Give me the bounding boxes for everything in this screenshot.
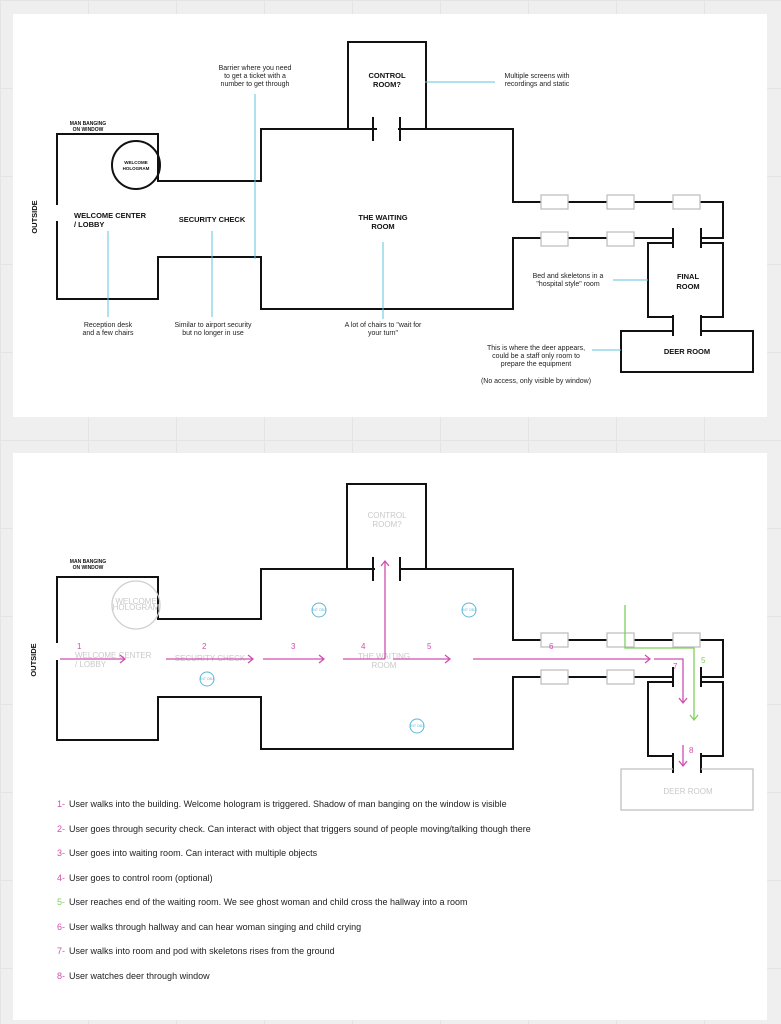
deer-room-label: DEER ROOM — [664, 347, 710, 356]
legend-number: 3- — [57, 848, 66, 858]
no-access-note: (No access, only visible by window) — [481, 378, 591, 385]
legend-number: 7- — [57, 946, 66, 956]
welcome-center-label: WELCOME CENTER/ LOBBY — [75, 651, 152, 669]
step-number: 5 — [427, 642, 432, 651]
legend-item: 2-User goes through security check. Can … — [57, 824, 531, 834]
legend-item: 1-User walks into the building. Welcome … — [57, 799, 507, 809]
outside-label: OUTSIDE — [30, 200, 39, 233]
legend-number: 2- — [57, 823, 66, 834]
outside-label: OUTSIDE — [29, 643, 38, 676]
security-check-label: SECURITY CHECK — [179, 215, 246, 224]
welcome-hologram-circle — [111, 140, 161, 190]
path-arrow-7 — [654, 658, 688, 705]
step-number: 8 — [689, 746, 694, 755]
step-number: 6 — [549, 642, 554, 651]
legend-number: 1- — [57, 799, 66, 809]
interactable-object-marker: INT OBJ — [311, 602, 327, 618]
legend-text: User walks into the building. Welcome ho… — [69, 799, 507, 809]
interactable-object-marker: INT OBJ — [199, 671, 215, 687]
legend-number: 5- — [57, 897, 66, 907]
path-arrow-4 — [343, 559, 390, 660]
step-number: 1 — [77, 642, 82, 651]
path-arrow-1 — [60, 654, 127, 664]
step-number: 3 — [291, 642, 296, 651]
interactable-object-marker: INT OBJ — [409, 718, 425, 734]
legend-item: 7-User walks into room and pod with skel… — [57, 946, 335, 956]
legend-item: 4-User goes to control room (optional) — [57, 873, 213, 883]
legend-text: User reaches end of the waiting room. We… — [69, 897, 468, 907]
legend-text: User watches deer through window — [69, 970, 210, 981]
svg-text:INT OBJ: INT OBJ — [312, 608, 326, 612]
legend-number: 8- — [57, 970, 66, 981]
legend-item: 3-User goes into waiting room. Can inter… — [57, 848, 317, 858]
welcome-hologram-circle — [111, 580, 161, 630]
welcome-center-label: WELCOME CENTER/ LOBBY — [74, 211, 147, 229]
svg-text:INT OBJ: INT OBJ — [462, 608, 476, 612]
path-arrow-5-ghost — [624, 605, 699, 722]
legend-text: User goes through security check. Can in… — [69, 823, 531, 834]
path-arrow-3 — [263, 654, 326, 664]
legend-number: 6- — [57, 921, 66, 932]
legend-text: User goes to control room (optional) — [69, 872, 213, 883]
step-number: 5 — [701, 656, 706, 665]
step-number: 4 — [361, 642, 366, 651]
legend-text: User walks into room and pod with skelet… — [69, 946, 335, 956]
path-arrow-6 — [473, 654, 652, 664]
deer-room-label: DEER ROOM — [663, 787, 713, 796]
legend-item: 6-User walks through hallway and can hea… — [57, 922, 361, 932]
path-arrow-8 — [678, 745, 688, 768]
legend-text: User goes into waiting room. Can interac… — [69, 848, 318, 858]
path-arrow-2 — [166, 654, 255, 664]
interactable-object-marker: INT OBJ — [461, 602, 477, 618]
bed-note: Bed and skeletons in a"hospital style" r… — [533, 273, 604, 288]
svg-text:INT OBJ: INT OBJ — [200, 677, 214, 681]
svg-text:INT OBJ: INT OBJ — [410, 724, 424, 728]
legend-number: 4- — [57, 872, 66, 883]
step-number: 7 — [673, 662, 678, 671]
legend-item: 5-User reaches end of the waiting room. … — [57, 897, 468, 907]
legend-item: 8-User watches deer through window — [57, 971, 210, 981]
step-number: 2 — [202, 642, 207, 651]
legend-text: User walks through hallway and can hear … — [69, 921, 362, 932]
path-arrow-5 — [393, 654, 452, 664]
deer-note: This is where the deer appears,could be … — [487, 345, 585, 368]
